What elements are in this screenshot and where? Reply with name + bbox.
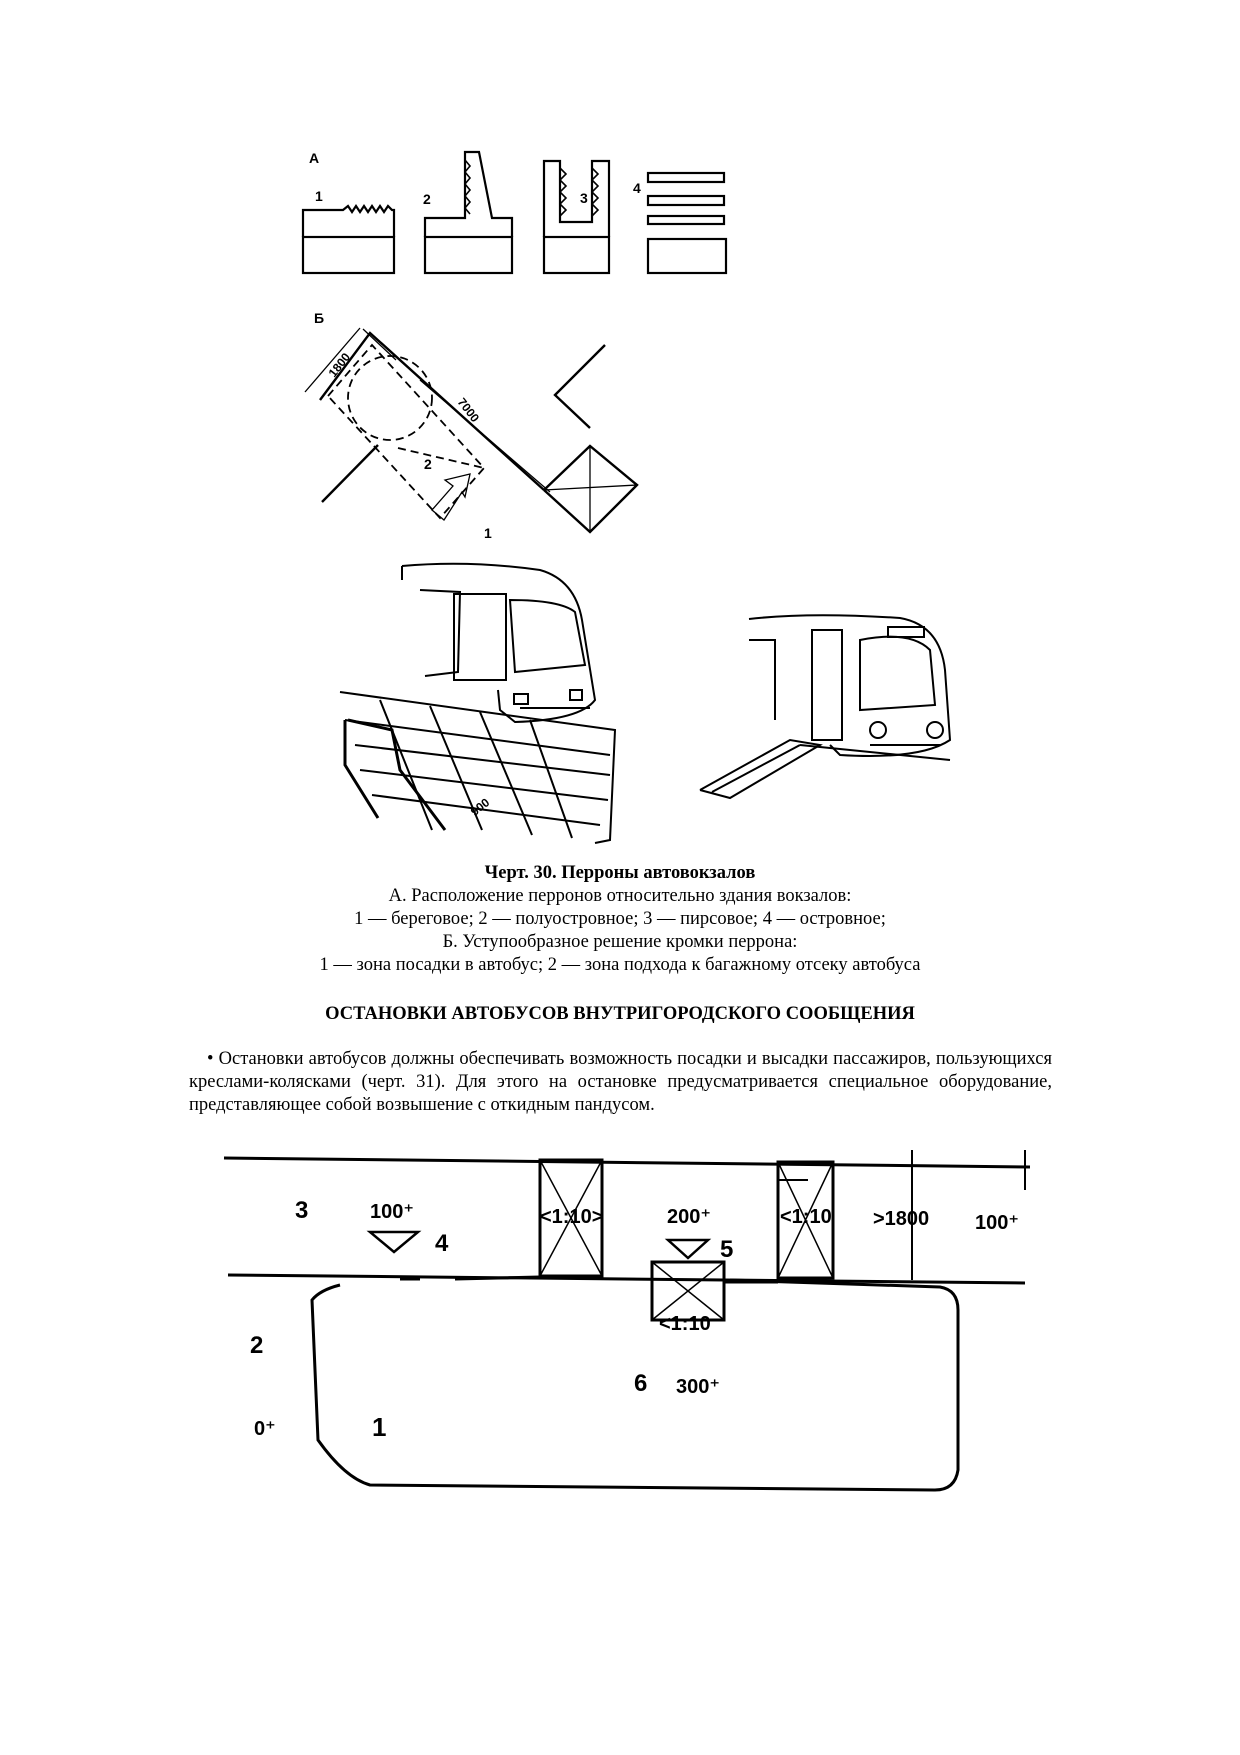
zone-2-number: 2 — [424, 456, 432, 472]
platform-3-building — [542, 235, 611, 275]
platform-2-number: 2 — [423, 191, 431, 207]
figure-30-caption: Черт. 30. Перроны автовокзалов А. Распол… — [0, 862, 1240, 977]
raised-platform — [650, 1260, 726, 1322]
bus-platform-illustration — [339, 562, 952, 844]
label-3: 3 — [295, 1197, 309, 1224]
label-2: 2 — [250, 1332, 264, 1359]
platform-4-number: 4 — [633, 180, 641, 196]
label-4: 4 — [435, 1230, 449, 1257]
ramp-1 — [538, 1158, 604, 1278]
platform-2-shape — [423, 150, 514, 237]
platform-2-building — [423, 235, 514, 275]
slope-3: <1:10 — [659, 1313, 711, 1335]
level-marker-4 — [366, 1230, 422, 1254]
stepped-platform-drawing — [304, 327, 639, 534]
caption-line: 1 — зона посадки в автобус; 2 — зона под… — [319, 955, 921, 975]
wheelchair-circle — [347, 355, 433, 441]
label-5: 5 — [720, 1236, 734, 1263]
caption-line: А. Расположение перронов относительно зд… — [388, 886, 852, 906]
body-paragraph: • Остановки автобусов должны обеспечиват… — [189, 1049, 1052, 1115]
slope-2: <1:10 — [780, 1206, 832, 1228]
section-heading: ОСТАНОВКИ АВТОБУСОВ ВНУТРИГОРОДСКОГО СОО… — [325, 1004, 915, 1024]
label-1: 1 — [372, 1412, 387, 1442]
part-a-label: А — [309, 150, 320, 166]
platform-4-building — [646, 237, 728, 275]
ramp-2 — [776, 1160, 835, 1280]
level-300: 300⁺ — [676, 1376, 720, 1398]
level-100-left: 100⁺ — [370, 1201, 414, 1223]
level-0: 0⁺ — [254, 1418, 276, 1440]
bus-outline — [310, 1275, 960, 1492]
platform-4-strip — [646, 194, 726, 207]
width-min: >1800 — [873, 1208, 930, 1230]
zone-1-number: 1 — [484, 525, 492, 541]
part-b-label: Б — [314, 310, 325, 326]
platform-3-number: 3 — [580, 190, 588, 206]
level-200: 200⁺ — [667, 1206, 711, 1228]
caption-line: Б. Уступообразное решение кромки перрона… — [442, 932, 798, 952]
platform-types-drawing — [301, 150, 728, 275]
entry-arrow — [431, 473, 471, 521]
platform-4-strip — [646, 171, 726, 184]
slope-1: <1:10> — [540, 1206, 604, 1228]
caption-title: Черт. 30. Перроны автовокзалов — [484, 863, 756, 883]
platform-3-shape — [542, 159, 611, 237]
platform-1-number: 1 — [315, 188, 323, 204]
level-100-right: 100⁺ — [975, 1212, 1019, 1234]
label-6: 6 — [634, 1370, 648, 1397]
platform-1-shape — [301, 204, 396, 237]
caption-line: 1 — береговое; 2 — полуостровное; 3 — пи… — [354, 909, 886, 929]
platform-1-building — [301, 235, 396, 275]
platform-4-strip — [646, 214, 726, 226]
level-marker-5 — [664, 1238, 712, 1260]
